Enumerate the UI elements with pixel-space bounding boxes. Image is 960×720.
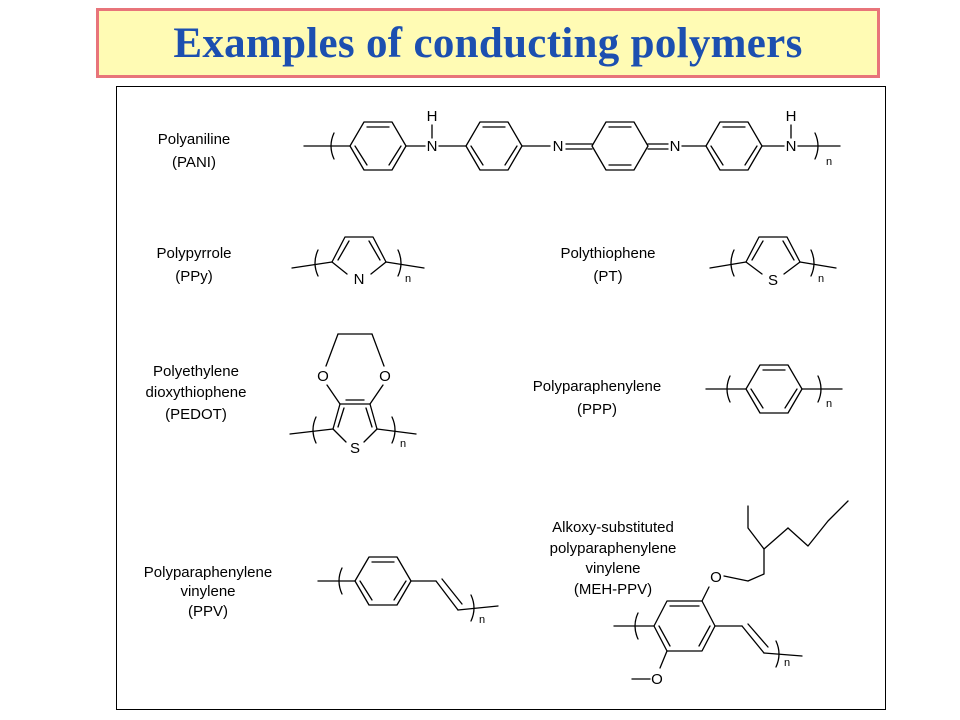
mehppv-structure: O O n bbox=[613, 500, 849, 688]
svg-text:(PPP): (PPP) bbox=[577, 401, 617, 418]
svg-text:Polyparaphenylene: Polyparaphenylene bbox=[533, 378, 661, 395]
svg-text:O: O bbox=[710, 569, 722, 586]
ppy-structure: N n bbox=[291, 236, 425, 288]
svg-text:(MEH-PPV): (MEH-PPV) bbox=[574, 581, 652, 598]
svg-text:Polyaniline: Polyaniline bbox=[158, 131, 231, 148]
svg-text:O: O bbox=[651, 671, 663, 688]
svg-text:dioxythiophene: dioxythiophene bbox=[146, 384, 247, 401]
svg-text:Polyparaphenylene: Polyparaphenylene bbox=[144, 564, 272, 581]
svg-text:(PT): (PT) bbox=[593, 268, 622, 285]
pedot-structure: O O S n bbox=[289, 333, 417, 457]
svg-text:Alkoxy-substituted: Alkoxy-substituted bbox=[552, 519, 674, 536]
svg-text:N: N bbox=[354, 271, 365, 288]
svg-text:n: n bbox=[818, 273, 824, 285]
ppv-label: Polyparaphenylene vinylene (PPV) bbox=[144, 564, 272, 620]
page-title: Examples of conducting polymers bbox=[173, 19, 803, 67]
svg-text:n: n bbox=[784, 657, 790, 669]
svg-text:n: n bbox=[479, 614, 485, 626]
svg-text:H: H bbox=[786, 108, 797, 125]
svg-text:(PPV): (PPV) bbox=[188, 603, 228, 620]
ppy-label: Polypyrrole (PPy) bbox=[156, 245, 231, 285]
svg-text:(PEDOT): (PEDOT) bbox=[165, 406, 227, 423]
svg-text:vinylene: vinylene bbox=[585, 560, 640, 577]
ppp-structure: n bbox=[705, 364, 843, 414]
pt-label: Polythiophene (PT) bbox=[560, 245, 655, 285]
svg-text:n: n bbox=[826, 156, 832, 168]
svg-text:S: S bbox=[350, 440, 360, 457]
svg-text:O: O bbox=[379, 368, 391, 385]
structures-panel bbox=[116, 86, 886, 710]
ppp-label: Polyparaphenylene (PPP) bbox=[533, 378, 661, 418]
pt-structure: S n bbox=[709, 236, 837, 289]
mehppv-label: Alkoxy-substituted polyparaphenylene vin… bbox=[550, 519, 677, 598]
pani-label: Polyaniline (PANI) bbox=[158, 131, 231, 171]
svg-text:n: n bbox=[400, 438, 406, 450]
pedot-label: Polyethylene dioxythiophene (PEDOT) bbox=[146, 363, 247, 423]
svg-text:n: n bbox=[826, 398, 832, 410]
svg-text:O: O bbox=[317, 368, 329, 385]
svg-text:Polyethylene: Polyethylene bbox=[153, 363, 239, 380]
svg-text:N: N bbox=[786, 138, 797, 155]
svg-text:N: N bbox=[670, 138, 681, 155]
pani-structure: N H N N N H n bbox=[303, 108, 841, 171]
svg-text:vinylene: vinylene bbox=[180, 583, 235, 600]
svg-text:N: N bbox=[553, 138, 564, 155]
svg-text:Polypyrrole: Polypyrrole bbox=[156, 245, 231, 262]
ppv-structure: n bbox=[317, 556, 499, 626]
svg-text:(PANI): (PANI) bbox=[172, 154, 216, 171]
title-banner: Examples of conducting polymers bbox=[96, 8, 880, 78]
svg-text:N: N bbox=[427, 138, 438, 155]
svg-text:polyparaphenylene: polyparaphenylene bbox=[550, 540, 677, 557]
svg-text:Polythiophene: Polythiophene bbox=[560, 245, 655, 262]
svg-text:(PPy): (PPy) bbox=[175, 268, 213, 285]
svg-text:n: n bbox=[405, 273, 411, 285]
svg-text:S: S bbox=[768, 272, 778, 289]
svg-text:H: H bbox=[427, 108, 438, 125]
